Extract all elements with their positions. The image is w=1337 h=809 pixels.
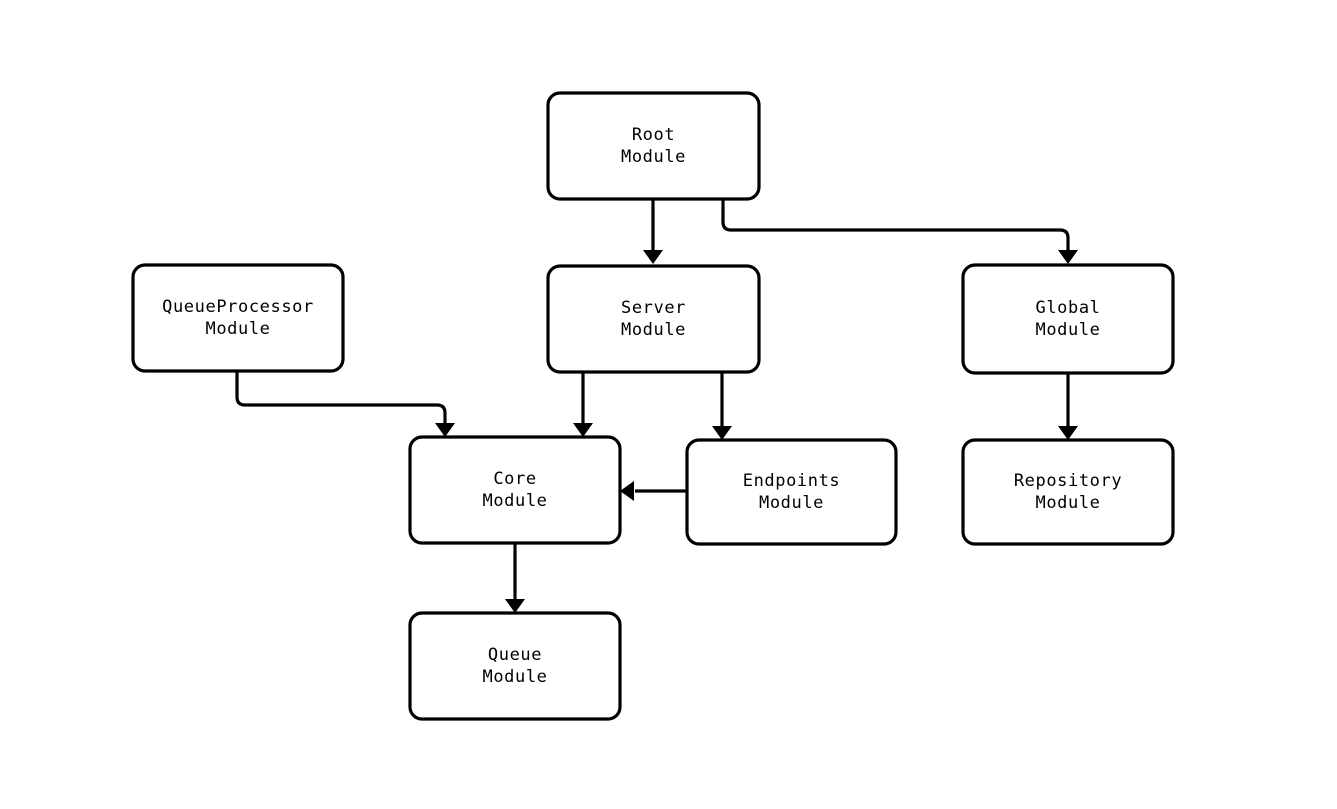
arrow-head-icon	[573, 423, 593, 437]
edge-root-to-server	[643, 199, 663, 264]
edge-core-to-queue	[505, 543, 525, 613]
edge-global-to-repository	[1058, 373, 1078, 440]
node-box-endpoints[interactable]	[685, 438, 898, 546]
node-box-core[interactable]	[408, 435, 622, 545]
arrow-head-icon	[643, 250, 663, 264]
edge-line	[721, 199, 1070, 250]
edge-server-to-endpoints	[712, 372, 732, 440]
node-box-queueprocessor[interactable]	[131, 263, 345, 373]
arrow-head-icon	[1058, 426, 1078, 440]
edge-queueprocessor-to-core	[235, 371, 455, 437]
node-box-queue[interactable]	[408, 611, 622, 721]
node-box-server[interactable]	[546, 264, 761, 374]
edges-layer	[235, 199, 1078, 613]
node-box-root[interactable]	[546, 91, 761, 201]
arrow-head-icon	[712, 426, 732, 440]
edge-endpoints-to-core	[620, 481, 687, 501]
edge-line	[235, 371, 447, 424]
edge-server-to-core	[573, 372, 593, 437]
nodes-layer	[131, 91, 1175, 721]
edge-root-to-global	[721, 199, 1078, 264]
node-box-repository[interactable]	[961, 438, 1175, 546]
arrow-head-icon	[505, 599, 525, 613]
node-box-global[interactable]	[961, 263, 1175, 375]
arrow-head-icon	[435, 423, 455, 437]
arrow-head-icon	[620, 481, 634, 501]
arrow-head-icon	[1058, 250, 1078, 264]
